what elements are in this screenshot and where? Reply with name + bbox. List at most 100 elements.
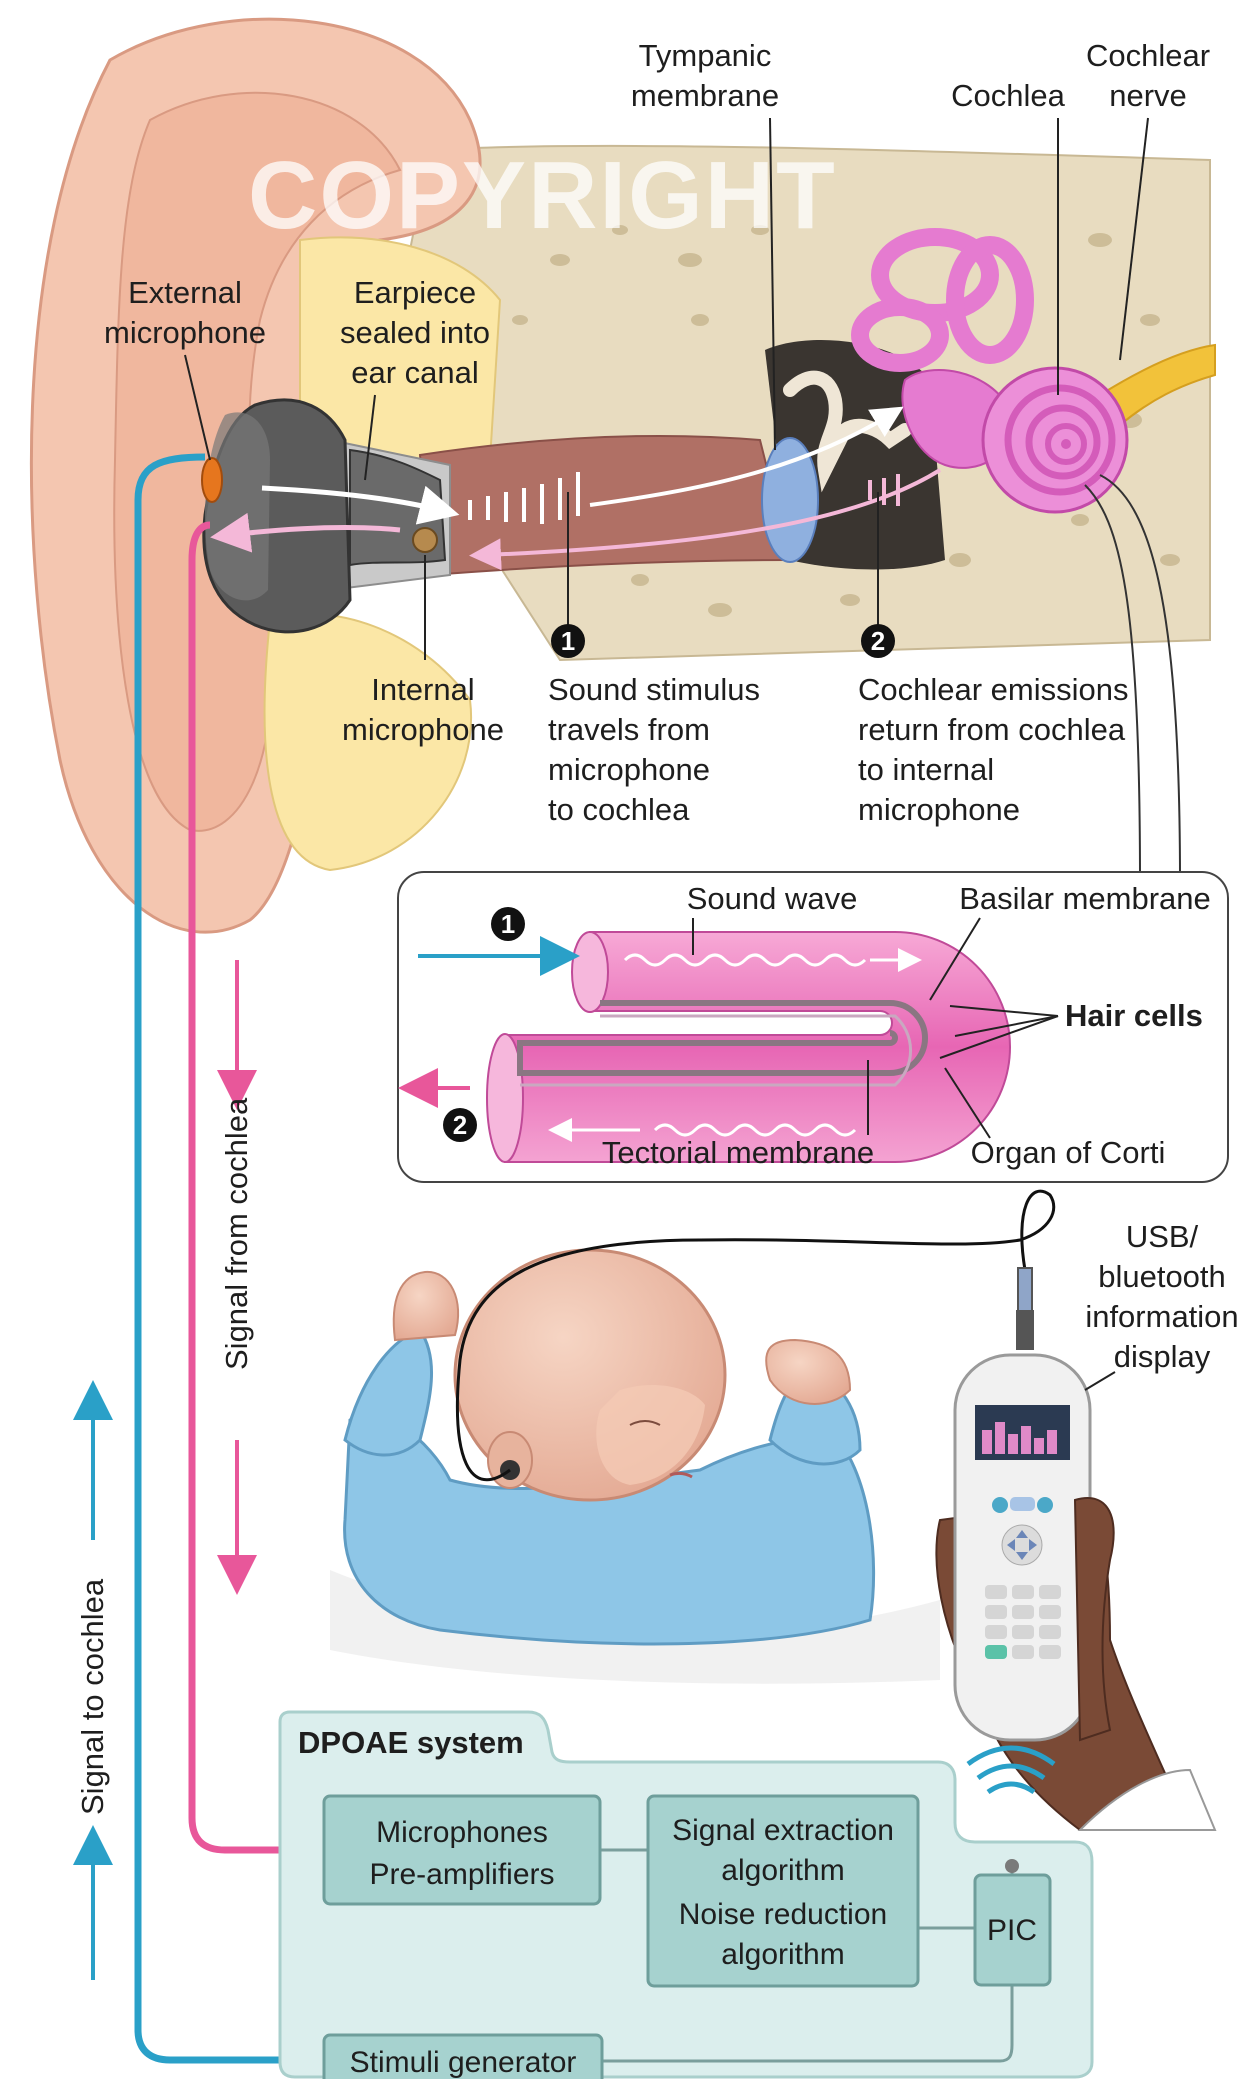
device-neck [1016,1310,1034,1350]
organ-of-corti-strip [517,1000,928,1076]
wireless-signal-icon [966,1745,1056,1795]
hair-cells-leader-3 [939,1015,1059,1059]
internal-mic-label-line1: Internal [371,672,474,707]
step-1-text-line3: microphone [548,752,710,787]
basilar-inner [520,1014,913,1087]
algorithms-box [646,1794,920,1988]
baby-body [343,1413,876,1646]
earpiece-probe [201,398,451,634]
tube-opening-bottom [486,1033,524,1163]
cochlear-nerve-shape [1098,343,1216,427]
step-1-text-line1: Sound stimulus [548,672,760,707]
microphones-label-line2: Pre-amplifiers [369,1858,554,1891]
hair-cells-leader-2 [954,1015,1059,1037]
copyright-watermark: COPYRIGHT [248,142,837,249]
inset-marker-1 [491,907,525,941]
sound-wave-top [623,953,867,967]
step-2: 2 Cochlear emissions return from cochlea… [858,492,1129,827]
basilar-membrane-label: Basilar membrane [959,881,1211,916]
external-mic-leader [184,354,211,461]
signal-from-cochlea-label: Signal from cochlea [219,1097,254,1370]
inset-marker-2 [443,1108,477,1142]
baby-left-arm [343,1328,433,1457]
ear-canal [418,434,792,577]
signal-to-cochlea-label: Signal to cochlea [75,1578,110,1815]
step-1-number: 1 [561,626,575,656]
sound-wave-bottom [653,1123,857,1137]
system-title: DPOAE system [298,1725,524,1760]
device-probe-tip [1017,1267,1033,1314]
step-2-text-line2: return from cochlea [858,712,1126,747]
tympanic-leader [769,117,776,451]
device-label-line2: bluetooth [1098,1259,1226,1294]
emission-ticks [868,474,900,506]
algorithms-label-line4: algorithm [721,1938,844,1971]
stimuli-to-pic-line [602,1985,1014,2063]
earpiece-label-line1: Earpiece [354,275,476,310]
pic-antenna-dot [1005,1859,1019,1873]
sound-wave-ticks [468,472,580,524]
baby-eye [629,1420,661,1426]
external-mic-label-line2: microphone [104,315,266,350]
bone-pores [512,225,1180,617]
baby-face [596,1385,705,1485]
device-fingers [1073,1497,1115,1742]
ear-labels: Tympanic membrane Cochlea Cochlear nerve… [104,38,1210,747]
algorithms-label-line2: algorithm [721,1854,844,1887]
tympanic-label-line2: membrane [631,78,779,113]
algorithms-label-line1: Signal extraction [672,1814,894,1847]
step-2-number: 2 [871,626,885,656]
step-1-text-line4: to cochlea [548,792,690,827]
handheld-device: USB/ bluetooth information display [935,1219,1239,1831]
device-keypad [985,1497,1061,1659]
device-label-line4: display [1114,1339,1211,1374]
device-label-line1: USB/ [1126,1219,1199,1254]
microphones-label-line1: Microphones [376,1816,548,1849]
hair-cells-leader-1 [949,1005,1059,1017]
earpiece-leader [364,394,376,481]
dpoae-system: DPOAE system Microphones Pre-amplifiers … [278,1710,1094,2084]
device-sleeve [1077,1768,1217,1831]
emission-arrow-probe [210,512,401,553]
ear-anatomy: COPYRIGHT [29,17,1216,934]
device-label-leader [1084,1371,1116,1391]
baby-left-hand [392,1270,460,1342]
emission-arrow-canal [469,468,942,571]
cochlear-nerve-label-line1: Cochlear [1086,38,1210,73]
cochlear-nerve-leader [1119,117,1149,361]
algorithms-label-line3: Noise reduction [679,1898,887,1931]
baby-shadow [330,1570,940,1684]
sound-wave-label: Sound wave [687,881,858,916]
tympanic-membrane-shape [761,437,819,563]
basilar-leader [929,917,981,1001]
cochlear-nerve-label-line2: nerve [1109,78,1187,113]
stimulus-arrow-canal [589,406,904,507]
lower-tissue [263,612,473,872]
baby-right-hand [765,1338,852,1405]
step-2-text-line1: Cochlear emissions [858,672,1129,707]
inset-connector-lines [1084,474,1181,881]
external-mic-label-line1: External [128,275,242,310]
device-cable [456,1189,1056,1482]
step-1: 1 Sound stimulus travels from microphone… [548,492,760,827]
inset-marker-1-number: 1 [501,909,515,939]
tympanic-label-line1: Tympanic [639,38,772,73]
stimuli-generator-box [322,2033,604,2084]
cochlea-spiral [981,366,1129,514]
organ-of-corti-label: Organ of Corti [971,1135,1166,1170]
baby-illustration [330,1189,1056,1684]
cochlea-inset: 1 2 Sound wave Basilar membrane Hair cel… [397,474,1229,1183]
step-2-text-line3: to internal [858,752,994,787]
pic-label: PIC [987,1914,1037,1947]
inset-marker-2-number: 2 [453,1110,467,1140]
device-screen-bars [982,1422,1057,1454]
tectorial-membrane-label: Tectorial membrane [602,1135,874,1170]
step-2-marker [861,624,895,658]
organ-of-corti-leader [944,1067,991,1139]
semicircular-canals [851,228,1034,372]
stimuli-generator-label: Stimuli generator [350,2046,577,2079]
stimulus-arrow [261,485,460,525]
microphones-box [322,1794,602,1906]
